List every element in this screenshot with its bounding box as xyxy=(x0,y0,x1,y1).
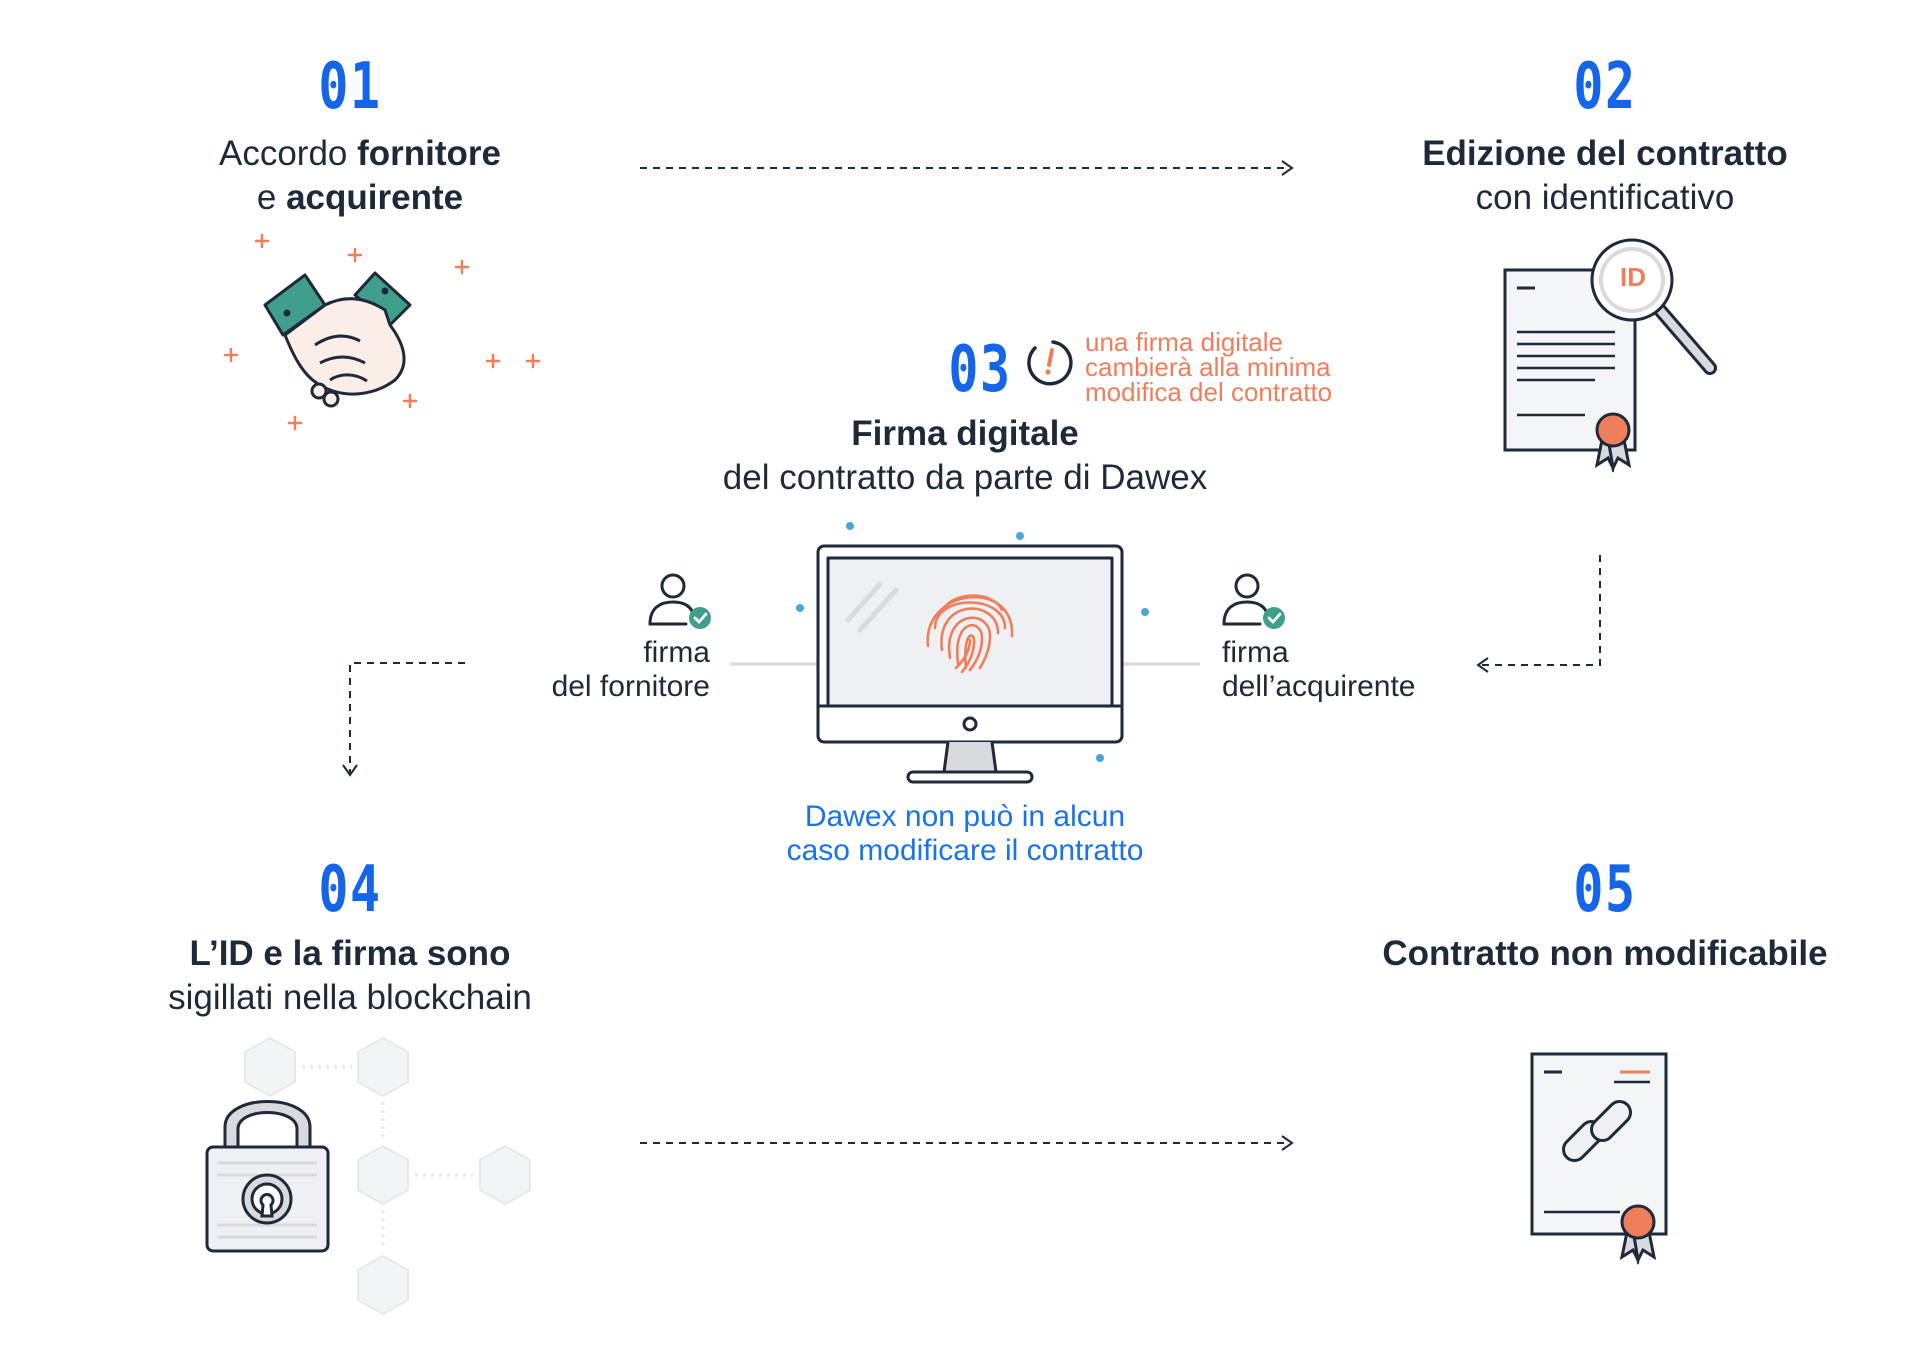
step-05-title: Contratto non modificabile xyxy=(1310,932,1900,976)
step-02-text-b: con identificativo xyxy=(1475,178,1735,217)
warning-note: una firma digitale cambierà alla minima … xyxy=(1085,327,1425,407)
step-01-number: 01 xyxy=(318,50,382,124)
warning-line-2: cambierà alla minima xyxy=(1085,352,1331,382)
id-badge: ID xyxy=(1620,262,1646,292)
step-02-title: Edizione del contratto con identificativ… xyxy=(1360,132,1850,220)
warning-line-3: modifica del contratto xyxy=(1085,377,1333,407)
dot-decorations xyxy=(796,522,1149,762)
blockchain-cubes-icon xyxy=(244,1036,531,1316)
step-05-number: 05 xyxy=(1573,853,1637,927)
supplier-line-2: del fornitore xyxy=(551,670,710,703)
step-05-text-a: Contratto non modificabile xyxy=(1382,934,1828,973)
step-02-number: 02 xyxy=(1573,50,1637,124)
step-01-title: Accordo fornitore e acquirente xyxy=(150,132,570,220)
step-01-text-c: e xyxy=(256,178,287,217)
step-04-text-a: L’ID e la firma sono xyxy=(189,934,511,973)
supplier-signature-label: firma del fornitore xyxy=(480,636,710,704)
buyer-line-2: dell’acquirente xyxy=(1222,670,1416,703)
arrow-step2-to-buyer xyxy=(1476,555,1601,673)
step-04-text-b: sigillati nella blockchain xyxy=(168,978,532,1017)
handshake-icon xyxy=(223,233,541,431)
buyer-line-1: firma xyxy=(1222,636,1289,669)
step-02-text-a: Edizione del contratto xyxy=(1422,134,1788,173)
step-03-text-a: Firma digitale xyxy=(851,414,1079,453)
sparkle-icons xyxy=(223,233,541,431)
warning-clock-icon xyxy=(1027,340,1073,386)
dawex-note-line-2: caso modificare il contratto xyxy=(786,834,1144,867)
arrow-step4-to-step5 xyxy=(640,1135,1294,1151)
step-01-text-b: fornitore xyxy=(357,134,501,173)
buyer-user-check-icon xyxy=(1222,573,1285,629)
arrow-step1-to-step2 xyxy=(640,160,1294,176)
arrow-supplier-to-step4 xyxy=(342,662,465,777)
document-id-magnifier-icon xyxy=(1503,238,1717,473)
step-04-number: 04 xyxy=(318,853,382,927)
step-01-text-a: Accordo xyxy=(218,134,358,173)
step-04-title: L’ID e la firma sono sigillati nella blo… xyxy=(100,932,600,1020)
step-03-text-b: del contratto da parte di Dawex xyxy=(722,458,1208,497)
supplier-line-1: firma xyxy=(643,636,710,669)
step-03-number: 03 xyxy=(948,333,1012,407)
padlock-icon xyxy=(205,1100,330,1253)
step-01-text-d: acquirente xyxy=(286,178,464,217)
monitor-fingerprint-icon xyxy=(730,522,1200,784)
dawex-note-line-1: Dawex non può in alcun xyxy=(804,800,1126,833)
step-03-title: Firma digitale del contratto da parte di… xyxy=(640,412,1290,500)
locked-contract-chain-icon xyxy=(1530,1052,1668,1265)
warning-line-1: una firma digitale xyxy=(1085,327,1283,357)
supplier-user-check-icon xyxy=(648,573,711,629)
dawex-cannot-modify-note: Dawex non può in alcun caso modificare i… xyxy=(700,800,1230,868)
buyer-signature-label: firma dell’acquirente xyxy=(1222,636,1502,704)
